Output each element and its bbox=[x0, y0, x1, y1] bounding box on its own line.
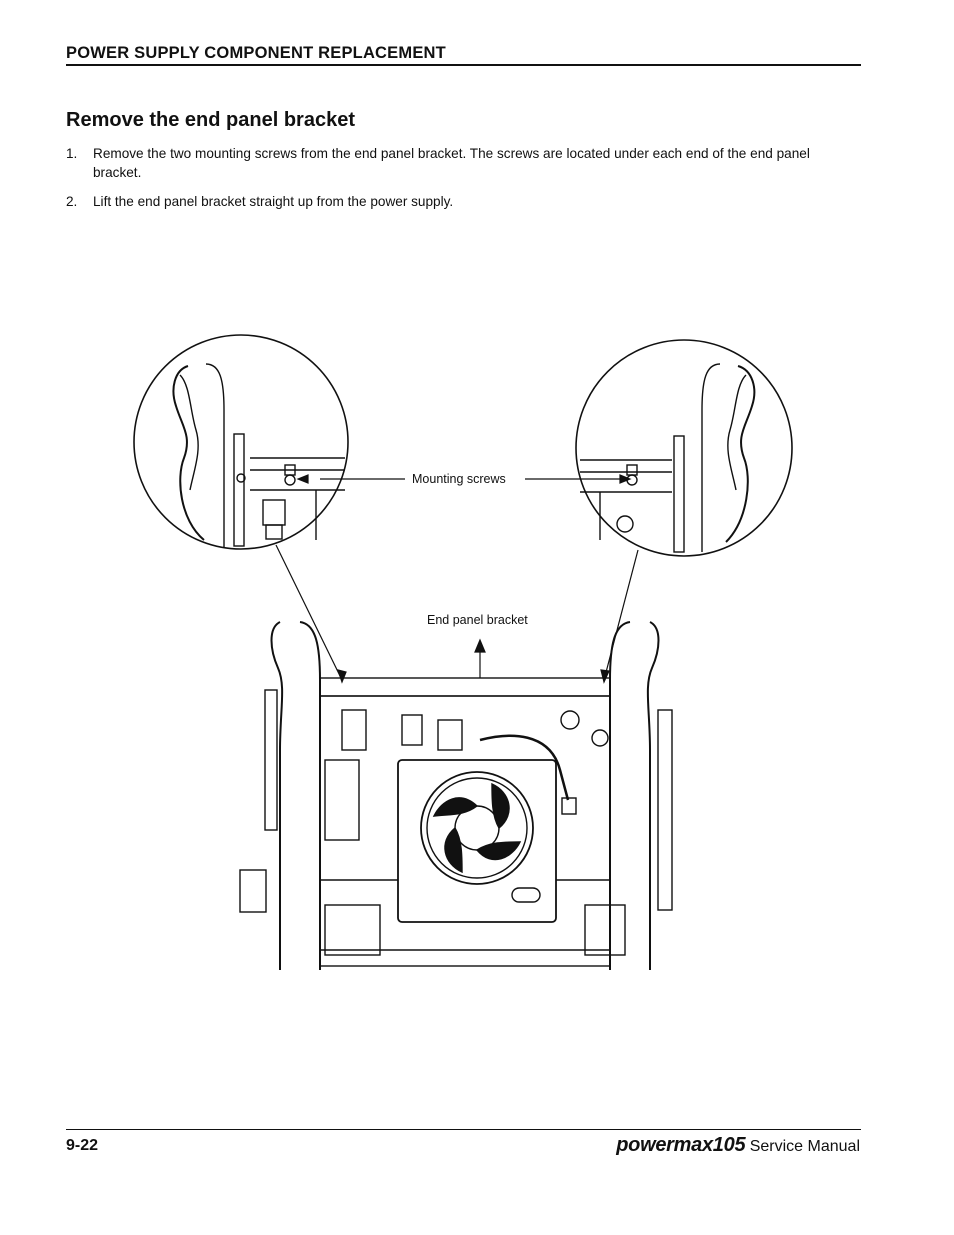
power-supply-unit bbox=[239, 621, 673, 970]
callout-end-panel-bracket: End panel bracket bbox=[427, 613, 528, 627]
step-number: 2. bbox=[66, 194, 78, 209]
header-title: POWER SUPPLY COMPONENT REPLACEMENT bbox=[66, 44, 446, 62]
step-text: Lift the end panel bracket straight up f… bbox=[93, 194, 454, 209]
footer-rule bbox=[66, 1129, 861, 1130]
brand-suffix: Service Manual bbox=[749, 1138, 860, 1155]
power-supply-illustration: Mounting screws End panel bracket bbox=[120, 330, 810, 990]
step-text: Remove the two mounting screws from the … bbox=[93, 146, 810, 180]
leader-lines bbox=[275, 474, 639, 684]
step-item: 2. Lift the end panel bracket straight u… bbox=[66, 192, 856, 211]
callout-mounting-screws: Mounting screws bbox=[412, 472, 506, 486]
steps-list: 1. Remove the two mounting screws from t… bbox=[66, 144, 856, 221]
step-number: 1. bbox=[66, 146, 78, 161]
brand-footer: powermax105 Service Manual bbox=[616, 1134, 860, 1157]
header-rule bbox=[66, 64, 861, 66]
left-detail-circle bbox=[133, 334, 349, 550]
page-number: 9-22 bbox=[66, 1137, 99, 1154]
section-heading: Remove the end panel bracket bbox=[66, 109, 355, 131]
brand-logo: powermax105 bbox=[616, 1134, 746, 1156]
right-detail-circle bbox=[575, 339, 793, 557]
step-item: 1. Remove the two mounting screws from t… bbox=[66, 144, 856, 182]
